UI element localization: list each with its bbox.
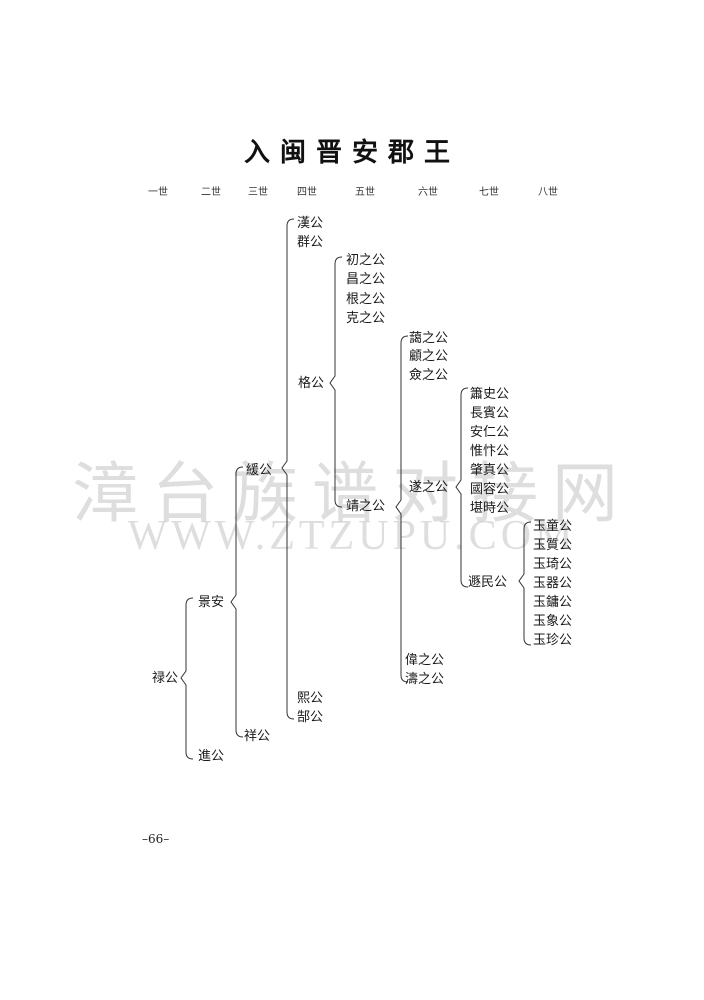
person-g1-lu: 禄公	[152, 671, 179, 686]
person-g7-weinian: 惟忭公	[470, 444, 510, 459]
person-g8-yuqi2: 玉器公	[533, 576, 573, 591]
generation-header-3: 三世	[248, 187, 268, 198]
person-g5-chang: 昌之公	[346, 272, 386, 287]
person-g3-yuan: 緩公	[246, 463, 273, 478]
person-g8-yuxiang: 玉象公	[533, 614, 573, 629]
person-g4-xi: 熙公	[297, 691, 324, 706]
person-g7-guorong: 國容公	[470, 482, 510, 497]
person-g5-ke: 克之公	[346, 311, 386, 326]
bracket-g2	[230, 466, 244, 738]
page-title: 入闽晋安郡王	[243, 138, 460, 168]
person-g6-wei: 偉之公	[405, 653, 445, 668]
person-g5-gen: 根之公	[346, 292, 386, 307]
person-g6-ai: 藹之公	[409, 331, 449, 346]
person-g2-jingan: 景安	[198, 595, 225, 610]
person-g5-jing: 靖之公	[346, 499, 386, 514]
person-g6-sui: 遂之公	[409, 480, 449, 495]
bracket-g4	[329, 256, 343, 508]
person-g3-xiang: 祥公	[244, 729, 271, 744]
person-g7-yongshi: 簫史公	[470, 387, 510, 402]
person-g5-chu: 初之公	[346, 253, 386, 268]
person-g8-yuqi: 玉琦公	[533, 557, 573, 572]
person-g7-changbin: 長賓公	[470, 406, 510, 421]
bracket-g7	[518, 521, 532, 646]
person-g7-kanshi: 堪時公	[470, 501, 510, 516]
generation-header-5: 五世	[355, 187, 375, 198]
person-g6-gu: 顧之公	[409, 349, 449, 364]
person-g7-yumin: 遯民公	[468, 575, 508, 590]
bracket-g3	[281, 218, 295, 720]
person-g4-hao: 郜公	[297, 710, 324, 725]
generation-header-7: 七世	[479, 187, 499, 198]
person-g6-qian: 僉之公	[409, 368, 449, 383]
generation-header-8: 八世	[538, 187, 558, 198]
person-g7-zhaozhen: 肇真公	[470, 463, 510, 478]
bracket-g6	[455, 387, 469, 588]
person-g7-anren: 安仁公	[470, 425, 510, 440]
bracket-g1	[180, 597, 194, 760]
person-g4-han: 漢公	[297, 216, 324, 231]
person-g8-yutong: 玉童公	[533, 519, 573, 534]
person-g4-ge: 格公	[298, 376, 325, 391]
person-g8-yuzhi: 玉質公	[533, 538, 573, 553]
person-g8-yuyong: 玉鏞公	[533, 595, 573, 610]
generation-header-6: 六世	[418, 187, 438, 198]
watermark-url: WWW.ZTZUPU.COM	[127, 513, 577, 559]
generation-header-1: 一世	[148, 187, 168, 198]
person-g4-qun: 群公	[297, 235, 324, 250]
bracket-g5	[395, 335, 409, 683]
person-g6-tao: 濤之公	[405, 672, 445, 687]
generation-header-2: 二世	[201, 187, 221, 198]
watermark-chinese: 漳台族谱对接网	[72, 455, 632, 532]
person-g2-jin: 進公	[198, 749, 225, 764]
generation-header-4: 四世	[297, 187, 317, 198]
person-g8-yuzhen: 玉珍公	[533, 633, 573, 648]
page-number: –66–	[142, 832, 170, 846]
